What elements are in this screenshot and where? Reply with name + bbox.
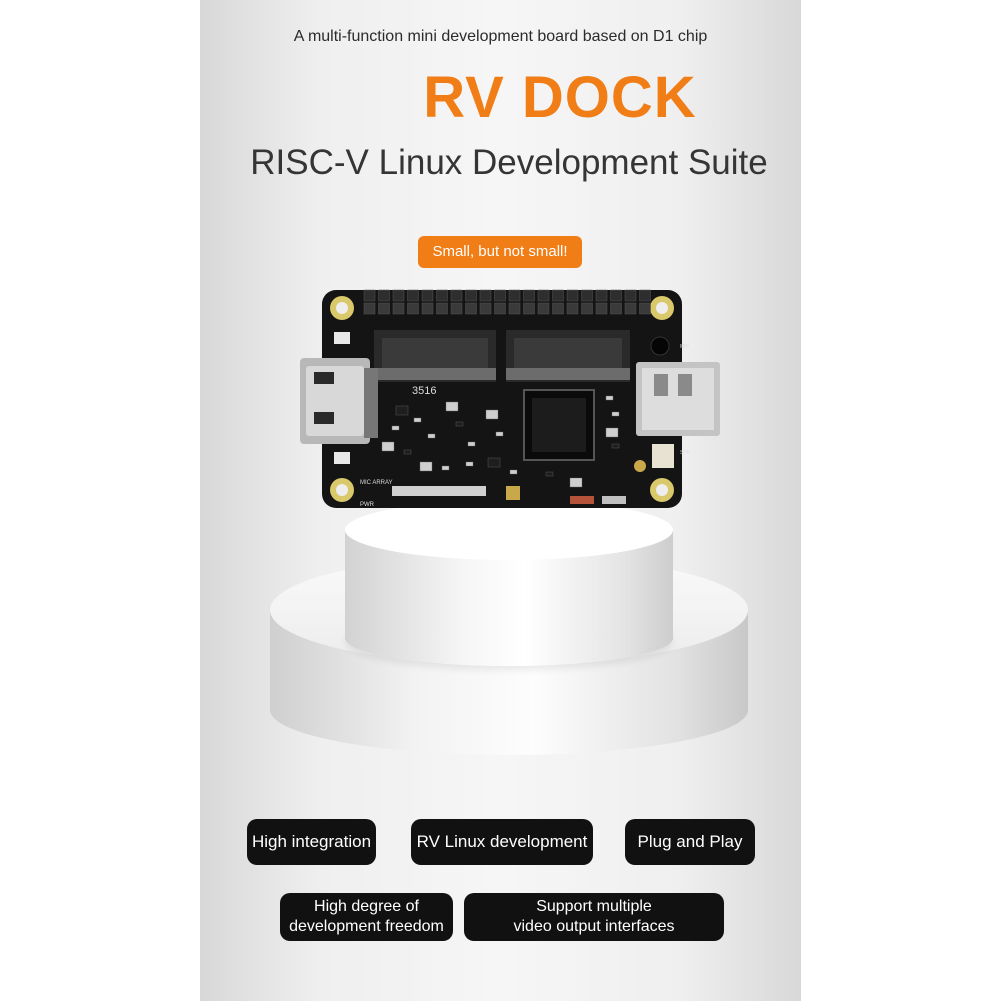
- feature-text: video output interfaces: [513, 918, 675, 935]
- right-margin: [801, 0, 1001, 1001]
- slogan-tag: Small, but not small!: [418, 236, 582, 268]
- product-heading: RISC-V Linux Development Suite: [250, 143, 768, 182]
- mounting-holes: [330, 296, 674, 502]
- rv-dock-board-image: 3516 MIC ARRAY PWR MIC SPK: [300, 289, 720, 508]
- mic-silkscreen: MIC: [680, 344, 690, 350]
- usb-port: [636, 362, 720, 436]
- feature-text: High degree of: [314, 898, 419, 915]
- feature-text: High integration: [251, 832, 372, 851]
- product-title: RV DOCK: [423, 65, 697, 130]
- feature-pill: High integration: [247, 819, 376, 865]
- feature-pill: RV Linux development: [411, 819, 593, 865]
- spk-silkscreen: SPK: [680, 450, 691, 456]
- feature-text: development freedom: [289, 918, 444, 935]
- feature-pill: Support multiple video output interfaces: [464, 893, 724, 941]
- feature-pill: High degree of development freedom: [280, 893, 453, 941]
- board-buttons: [334, 332, 350, 464]
- feature-text: RV Linux development: [416, 832, 588, 851]
- mic-array-silkscreen: MIC ARRAY: [360, 480, 393, 486]
- mic-array-connector: [392, 486, 486, 496]
- feature-text: Support multiple: [536, 898, 652, 915]
- smd-components: [381, 395, 620, 488]
- left-margin: [0, 0, 200, 1001]
- product-subtitle: A multi-function mini development board …: [293, 28, 708, 45]
- microphone: [650, 336, 670, 356]
- feature-pill: Plug and Play: [625, 819, 755, 865]
- feature-text: Plug and Play: [637, 832, 743, 851]
- gpio-header: [363, 289, 651, 315]
- speaker-connector: [652, 444, 674, 468]
- podium-upper-top: [345, 500, 673, 560]
- chip-silkscreen: 3516: [412, 385, 436, 397]
- hdmi-port: [300, 358, 378, 444]
- test-pad: [506, 486, 520, 500]
- pwr-silkscreen: PWR: [360, 502, 375, 508]
